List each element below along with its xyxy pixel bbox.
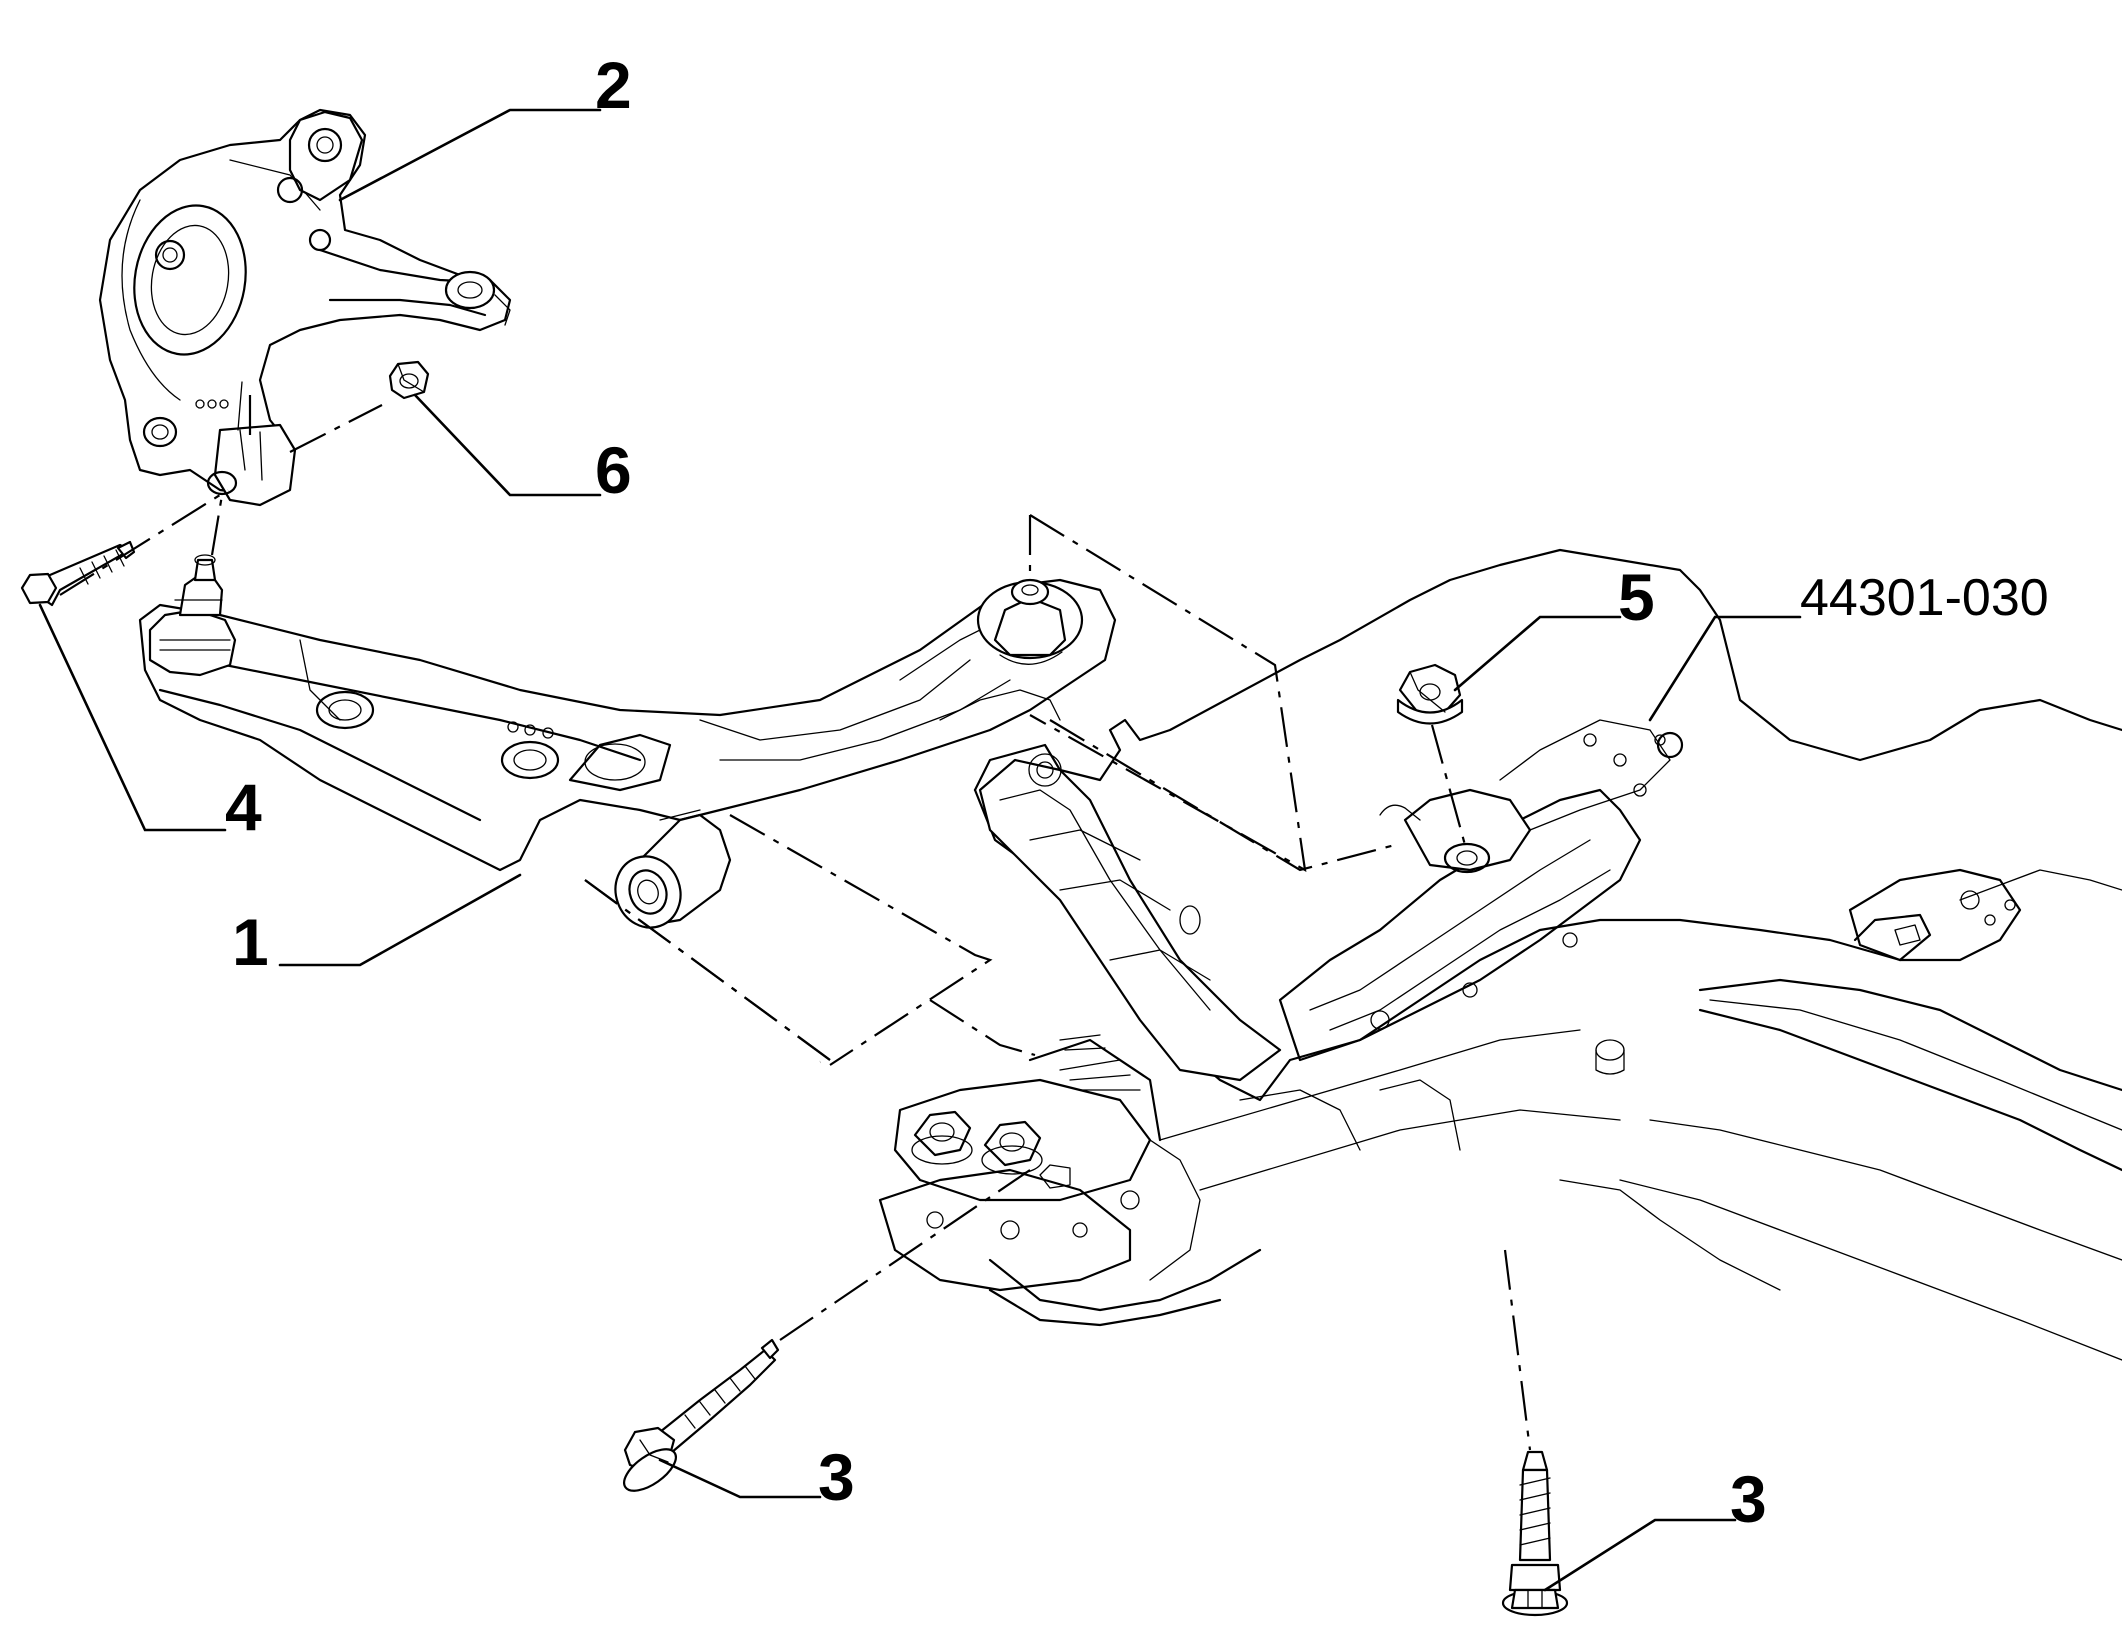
front-bushing[interactable] xyxy=(606,809,732,937)
flange-nut-b[interactable] xyxy=(981,1120,1043,1175)
bolt-3-lower-right[interactable] xyxy=(1501,1450,1569,1617)
assembly-center-lines xyxy=(59,395,1532,1451)
callout-2: 2 xyxy=(595,48,632,122)
drawing-number: 44301-030 xyxy=(1800,569,2049,627)
lower-control-arm[interactable] xyxy=(138,554,1117,937)
callout-5: 5 xyxy=(1618,560,1655,634)
steering-knuckle[interactable] xyxy=(98,108,512,507)
rear-bushing[interactable] xyxy=(976,578,1084,665)
callout-3-lower-middle: 3 xyxy=(818,1440,855,1514)
leader-lines xyxy=(38,108,1802,1592)
subframe-crossmember[interactable] xyxy=(878,548,2122,1361)
bolt-4[interactable] xyxy=(20,540,136,607)
bolt-3-lower-middle[interactable] xyxy=(617,1338,780,1499)
flange-nut-5[interactable] xyxy=(1396,663,1464,725)
callout-6: 6 xyxy=(595,433,632,507)
callout-4: 4 xyxy=(225,770,262,844)
callout-3-lower-right: 3 xyxy=(1730,1462,1767,1536)
ball-joint[interactable] xyxy=(148,554,237,677)
callout-1: 1 xyxy=(232,905,269,979)
nut-6[interactable] xyxy=(388,360,430,400)
flange-nut-a[interactable] xyxy=(911,1110,973,1165)
